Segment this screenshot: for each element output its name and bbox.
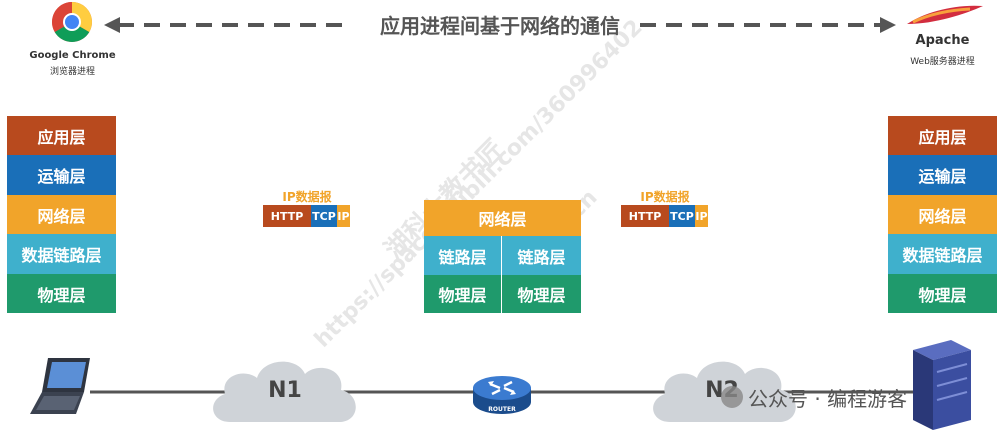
router-icon — [473, 376, 531, 414]
packet1: HTTP TCP IP — [263, 205, 350, 227]
server-icon — [913, 340, 971, 430]
router-text: ROUTER — [488, 406, 516, 413]
router-link-layer-left: 链路层 — [424, 236, 502, 275]
title-arrow — [104, 17, 896, 33]
network-n1-label: N1 — [268, 378, 302, 403]
apache-desc: Web服务器进程 — [910, 57, 975, 67]
packet1-label: IP数据报 — [282, 190, 332, 204]
packet1-ip: IP — [337, 205, 350, 227]
left-datalink-layer: 数据链路层 — [7, 234, 116, 274]
left-app-layer: 应用层 — [7, 116, 116, 155]
packet2: HTTP TCP IP — [621, 205, 708, 227]
apache-feather-icon — [907, 5, 983, 24]
footer-watermark: 公众号 · 编程游客 — [748, 387, 908, 411]
chrome-desc: 浏览器进程 — [49, 67, 95, 77]
wechat-icon — [721, 386, 743, 408]
apache-name: Apache — [915, 33, 970, 48]
left-network-layer: 网络层 — [7, 195, 116, 234]
router-physical-layer-right: 物理层 — [502, 275, 581, 313]
laptop-icon — [30, 358, 90, 414]
packet1-http: HTTP — [263, 205, 311, 227]
right-app-layer: 应用层 — [888, 116, 997, 155]
right-network-layer: 网络层 — [888, 195, 997, 234]
packet2-label: IP数据报 — [640, 190, 690, 204]
packet2-tcp: TCP — [669, 205, 695, 227]
left-physical-layer: 物理层 — [7, 274, 116, 313]
right-datalink-layer: 数据链路层 — [888, 234, 997, 274]
cloud-n1-icon — [213, 361, 356, 422]
left-transport-layer: 运输层 — [7, 155, 116, 195]
right-transport-layer: 运输层 — [888, 155, 997, 195]
router-physical-layer-left: 物理层 — [424, 275, 502, 313]
router-link-layer-right: 链路层 — [502, 236, 581, 275]
router-network-layer: 网络层 — [424, 200, 581, 236]
chrome-logo-icon — [52, 2, 92, 42]
chrome-name: Google Chrome — [29, 50, 116, 61]
packet2-http: HTTP — [621, 205, 669, 227]
packet1-tcp: TCP — [311, 205, 337, 227]
page-title: 应用进程间基于网络的通信 — [380, 14, 620, 38]
packet2-ip: IP — [695, 205, 708, 227]
right-physical-layer: 物理层 — [888, 274, 997, 313]
